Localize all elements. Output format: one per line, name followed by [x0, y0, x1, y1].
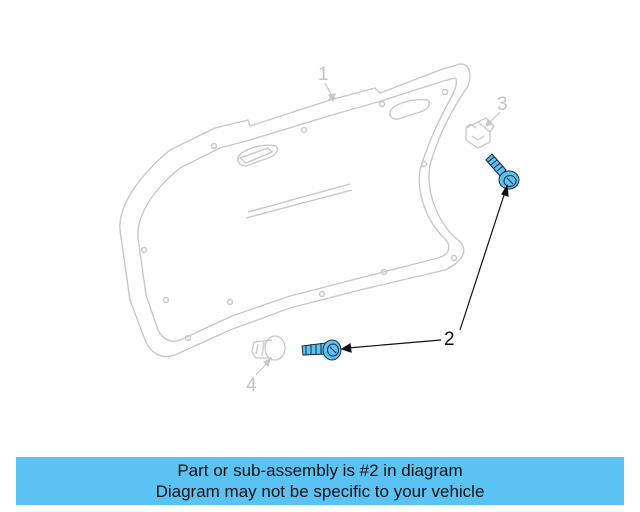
leader-line-3: [485, 111, 501, 127]
screw-part-2-lower: [301, 339, 342, 361]
callout-1: 1: [318, 64, 329, 85]
callout-2: 2: [444, 329, 455, 350]
leader-line-4: [255, 357, 271, 376]
leader-lines-2: [340, 184, 509, 353]
trunk-trim-panel: [119, 63, 471, 358]
banner-line-disclaimer: Diagram may not be specific to your vehi…: [155, 482, 485, 501]
parts-diagram: 1 3 2 4: [119, 63, 520, 396]
info-banner: Part or sub-assembly is #2 in diagram Di…: [16, 457, 624, 505]
banner-line-part: Part or sub-assembly is #2 in diagram: [177, 461, 463, 480]
leader-line-1: [324, 82, 336, 103]
retainer-part-4: [251, 335, 286, 361]
screw-part-2-upper: [485, 153, 520, 190]
callout-3: 3: [497, 94, 508, 115]
callout-4: 4: [246, 375, 257, 396]
